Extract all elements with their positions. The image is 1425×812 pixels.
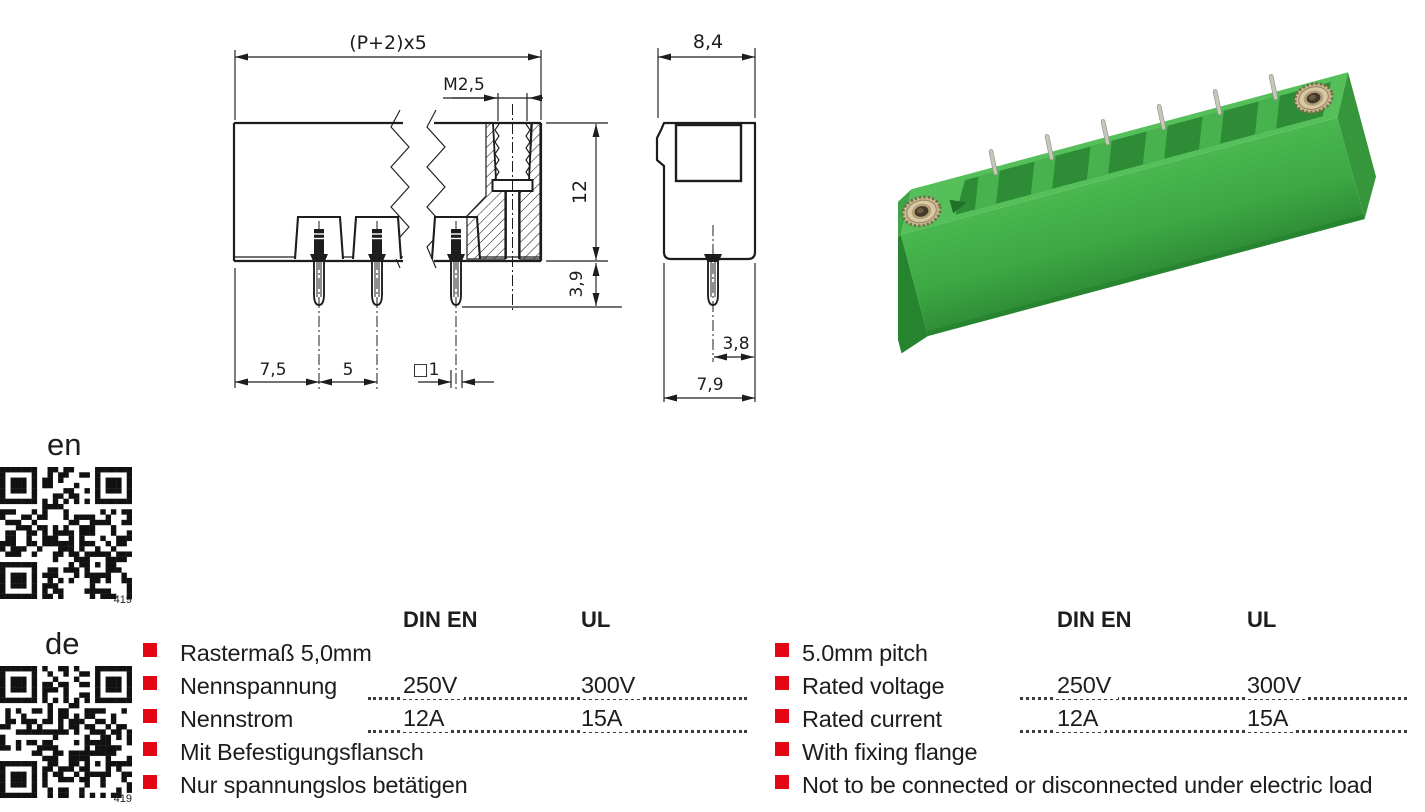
value-ul: 15A [580, 703, 630, 732]
cell-wall [1086, 140, 1112, 180]
value-ul: 15A [1246, 703, 1296, 732]
cell-wall [974, 170, 1000, 210]
spec-label: Rated current [802, 706, 942, 732]
connector-right-face [1337, 72, 1377, 220]
technical-drawing: (P+2)x5 M2,5 12 3,9 7,5 5 □1 [232, 31, 757, 402]
cell-wall [1030, 155, 1056, 195]
col-header-din: DIN EN [403, 607, 478, 632]
dim-overall-width: (P+2)x5 [349, 32, 427, 54]
contact-pin [1212, 89, 1222, 116]
spec-label: Nur spannungslos betätigen [180, 772, 468, 798]
break-gap [403, 106, 434, 274]
dim-height: 12 [569, 180, 591, 204]
qr-footnote: 419 [113, 793, 132, 805]
value-din-en: 250V [402, 670, 465, 699]
spec-row: 5.0mm pitch [775, 638, 1407, 671]
bullet-icon [775, 775, 789, 789]
dim-edge-to-pin: 7,5 [259, 360, 286, 380]
contact-pin [988, 149, 998, 176]
bullet-icon [143, 676, 157, 690]
value-ul: 300V [1246, 670, 1309, 699]
qr-code-de [0, 666, 132, 798]
dim-pin-to-edge: 3,8 [722, 334, 749, 354]
dotted-leader [368, 697, 747, 700]
front-dimensions: (P+2)x5 M2,5 12 3,9 7,5 5 □1 [234, 32, 622, 388]
spec-header-row: DIN EN UL [775, 604, 1407, 638]
bullet-icon [143, 643, 157, 657]
cell-wall [1142, 125, 1168, 165]
metal-insert [1293, 82, 1334, 114]
bullet-icon [775, 709, 789, 723]
bullet-icon [143, 709, 157, 723]
side-view: 8,4 3,8 7,9 [655, 31, 757, 402]
dotted-leader [368, 730, 747, 733]
bullet-icon [143, 742, 157, 756]
qr-language-label: de [45, 626, 80, 661]
spec-label: Rated voltage [802, 673, 945, 699]
bullet-icon [775, 676, 789, 690]
bullet-icon [143, 775, 157, 789]
dim-thread: M2,5 [443, 75, 485, 95]
connector-left-top [898, 189, 912, 258]
col-header-din: DIN EN [1057, 607, 1132, 632]
spec-label: Nennstrom [180, 706, 294, 732]
spec-row: Nennspannung 250V 300V [143, 670, 747, 704]
connector-front-face [900, 117, 1365, 336]
cell-wall [1198, 110, 1224, 150]
spec-label: With fixing flange [802, 739, 978, 765]
dim-base-width: 7,9 [696, 375, 723, 395]
spec-row: With fixing flange [775, 737, 1407, 770]
spec-label: Not to be connected or disconnected unde… [802, 772, 1373, 798]
front-view: (P+2)x5 M2,5 12 3,9 7,5 5 □1 [232, 32, 622, 389]
side-dimensions: 8,4 3,8 7,9 [657, 31, 756, 402]
qr-footnote: 419 [113, 594, 132, 606]
spec-label: Mit Befestigungsflansch [180, 739, 424, 765]
dim-pin-square: □1 [413, 360, 440, 380]
col-header-ul: UL [581, 607, 611, 632]
spec-label: Nennspannung [180, 673, 338, 699]
dotted-leader [1020, 697, 1407, 700]
dim-pin-below: 3,9 [567, 270, 587, 297]
spec-label: 5.0mm pitch [802, 640, 928, 666]
spec-row: Mit Befestigungsflansch [143, 737, 747, 770]
spec-row: Nennstrom 12A 15A [143, 703, 747, 737]
connector-left-face [898, 234, 928, 354]
contact-pin [1100, 119, 1110, 146]
cell-wall [1254, 95, 1280, 135]
bullet-icon [775, 643, 789, 657]
spec-row: Rated voltage 250V 300V [775, 670, 1407, 704]
bullet-icon [775, 742, 789, 756]
value-din-en: 12A [1056, 703, 1106, 732]
value-din-en: 250V [1056, 670, 1119, 699]
spec-row: Rastermaß 5,0mm [143, 638, 747, 671]
spec-header-row: DIN EN UL [143, 604, 747, 638]
contact-pin [1044, 134, 1054, 161]
polarity-notch-icon [949, 199, 967, 214]
product-photo [898, 72, 1377, 354]
value-din-en: 12A [402, 703, 452, 732]
value-ul: 300V [580, 670, 643, 699]
qr-code-en [0, 467, 132, 599]
spec-row: Nur spannungslos betätigen [143, 770, 747, 803]
spec-label: Rastermaß 5,0mm [180, 640, 372, 666]
spec-row: Not to be connected or disconnected unde… [775, 770, 1407, 803]
contact-pin [1156, 104, 1166, 131]
dim-side-width: 8,4 [693, 31, 723, 53]
contact-pin [1268, 74, 1278, 101]
connector-bottom-edge [926, 214, 1365, 336]
spec-row: Rated current 12A 15A [775, 703, 1407, 737]
dotted-leader [1020, 730, 1407, 733]
metal-insert [901, 195, 942, 228]
threaded-insert [466, 104, 541, 312]
qr-language-label: en [47, 427, 82, 462]
dim-pitch: 5 [343, 360, 354, 380]
col-header-ul: UL [1247, 607, 1277, 632]
